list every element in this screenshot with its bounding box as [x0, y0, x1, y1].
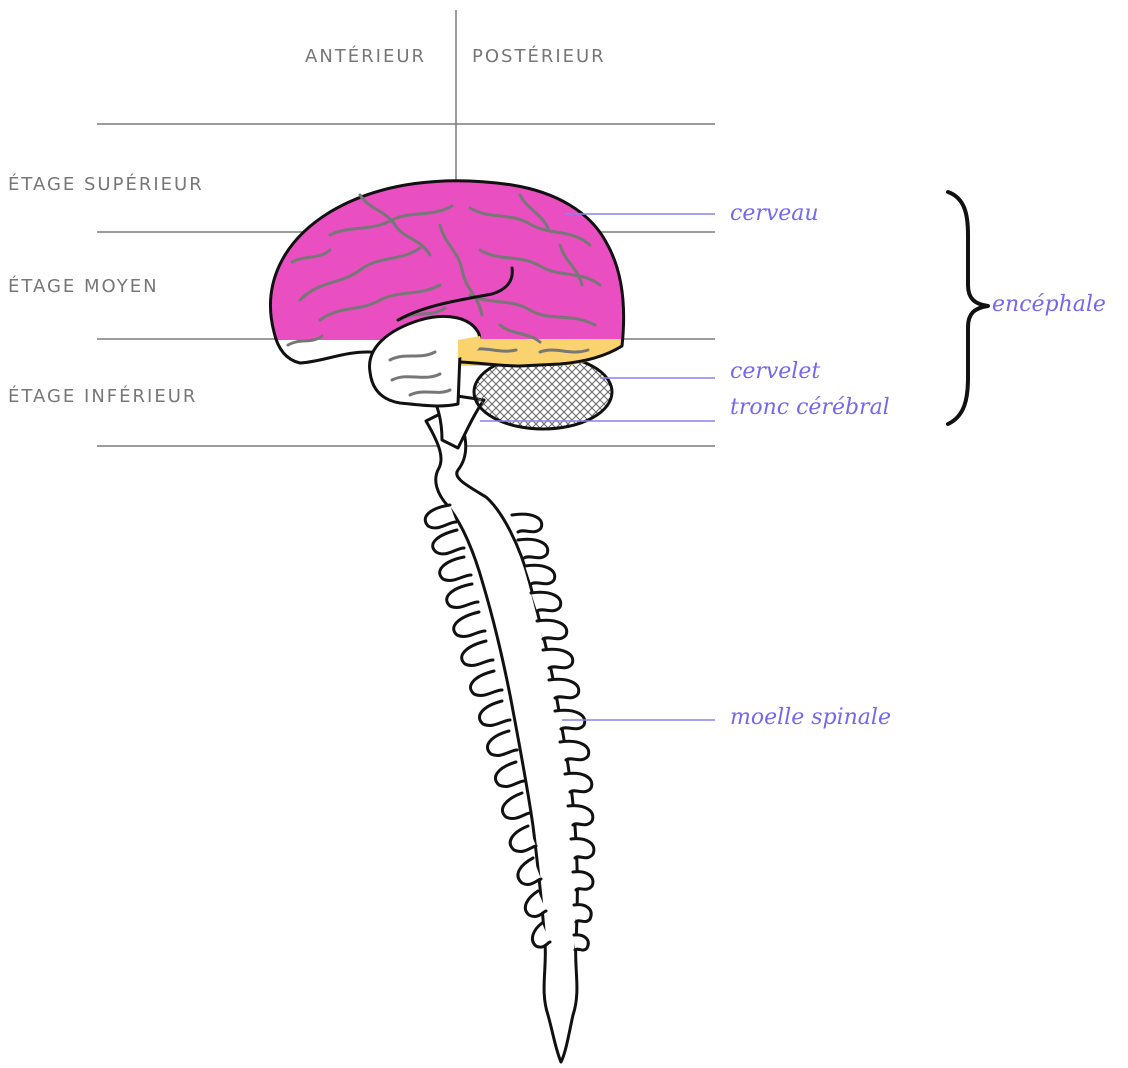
spinal-cord [425, 408, 594, 1062]
nerve-right-1 [512, 514, 542, 532]
nerve-left-7 [471, 671, 502, 696]
nerve-left-3 [440, 557, 471, 581]
brainstem-label: tronc cérébral [730, 395, 890, 420]
posterior-label: POSTÉRIEUR [472, 45, 606, 67]
nerve-left-10 [495, 762, 524, 787]
cerebellum-label: cervelet [730, 359, 820, 384]
anterior-label: ANTÉRIEUR [305, 45, 426, 67]
nerve-left-11 [502, 793, 530, 819]
nerve-right-13 [573, 872, 593, 890]
cerebrum-label: cerveau [730, 201, 819, 226]
spinal-cord-label: moelle spinale [730, 705, 891, 730]
nerve-right-12 [571, 839, 594, 858]
nerve-right-15 [574, 935, 588, 950]
nerve-right-14 [574, 905, 591, 922]
nerve-left-2 [433, 530, 464, 554]
nerve-left-5 [454, 612, 485, 637]
nerve-left-6 [462, 641, 493, 666]
nerve-left-9 [487, 731, 517, 756]
middle-level-label: ÉTAGE MOYEN [8, 275, 159, 297]
encephalon-brace [948, 192, 988, 424]
encephalon-label: encéphale [992, 292, 1106, 317]
nerve-left-4 [447, 584, 478, 608]
lower-level-label: ÉTAGE INFÉRIEUR [8, 385, 197, 407]
nerve-left-8 [479, 701, 510, 726]
gyrus-16 [540, 350, 588, 352]
upper-level-label: ÉTAGE SUPÉRIEUR [8, 173, 204, 195]
